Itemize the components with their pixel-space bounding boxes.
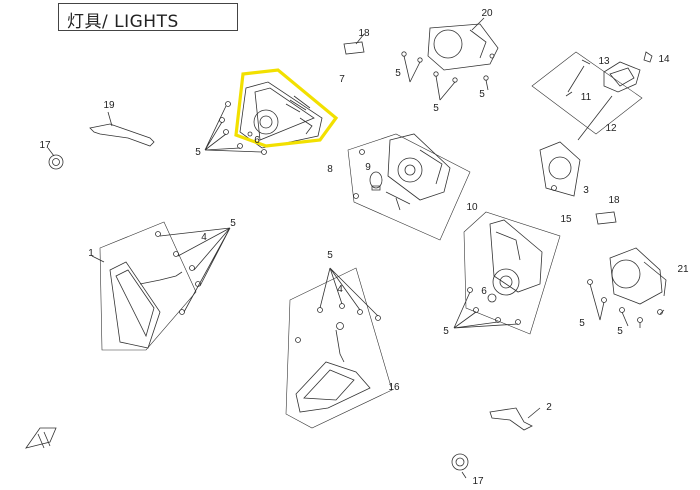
callout-5: 5 — [195, 147, 201, 158]
callout-1: 1 — [88, 248, 94, 259]
callout-6: 6 — [481, 286, 487, 297]
callout-5: 5 — [443, 326, 449, 337]
part-2-bracket[interactable] — [489, 407, 541, 431]
callout-10: 10 — [466, 202, 478, 213]
callout-14: 14 — [658, 54, 670, 65]
callout-19: 19 — [103, 100, 115, 111]
callout-12: 12 — [605, 123, 617, 134]
callout-2: 2 — [546, 402, 552, 413]
callout-5: 5 — [230, 218, 236, 229]
callout-21: 21 — [677, 264, 689, 275]
part-18-pad-right[interactable] — [595, 211, 617, 225]
part-16-lower-lamp[interactable] — [285, 267, 393, 429]
part-10-tail-lamp[interactable] — [347, 133, 471, 241]
part-17-cap-left[interactable] — [47, 147, 64, 170]
callout-9: 9 — [365, 162, 371, 173]
part-21-lamp[interactable] — [587, 247, 667, 328]
highlight-outline — [234, 68, 339, 148]
part-3-gasket[interactable] — [539, 141, 581, 197]
callout-3: 3 — [583, 185, 589, 196]
part-12-side-marker[interactable] — [531, 51, 653, 141]
callout-4: 4 — [337, 284, 343, 295]
part-18-pad[interactable] — [343, 33, 365, 55]
callout-18: 18 — [608, 195, 620, 206]
callout-13: 13 — [598, 56, 610, 67]
callout-17: 17 — [472, 476, 484, 487]
part-19-bracket[interactable] — [89, 111, 155, 147]
title-box: 灯具/ LIGHTS — [58, 3, 238, 32]
part-20-lamp[interactable] — [401, 17, 499, 101]
callout-20: 20 — [481, 8, 493, 19]
callout-17: 17 — [39, 140, 51, 151]
diagram-title: 灯具/ LIGHTS — [67, 12, 179, 32]
part-9-bulb[interactable] — [369, 171, 383, 191]
callout-7: 7 — [339, 74, 345, 85]
part-1-front-lamp[interactable] — [91, 221, 231, 351]
callout-5: 5 — [433, 103, 439, 114]
part-17-cap-bottom[interactable] — [451, 453, 469, 479]
callout-5: 5 — [395, 68, 401, 79]
callout-4: 4 — [201, 232, 207, 243]
callout-5: 5 — [579, 318, 585, 329]
callout-5: 5 — [617, 326, 623, 337]
callout-6: 6 — [254, 135, 260, 146]
callout-15: 15 — [560, 214, 572, 225]
part-15-rear-lamp[interactable] — [453, 211, 561, 335]
callout-5: 5 — [327, 250, 333, 261]
part-7-headlamp[interactable] — [239, 81, 323, 149]
logo-mark-icon — [25, 427, 57, 449]
screw-group-top-left — [204, 101, 267, 155]
callout-16: 16 — [388, 382, 400, 393]
callout-5: 5 — [479, 89, 485, 100]
callout-8: 8 — [327, 164, 333, 175]
callout-11: 11 — [581, 92, 592, 103]
callout-18: 18 — [358, 28, 370, 39]
